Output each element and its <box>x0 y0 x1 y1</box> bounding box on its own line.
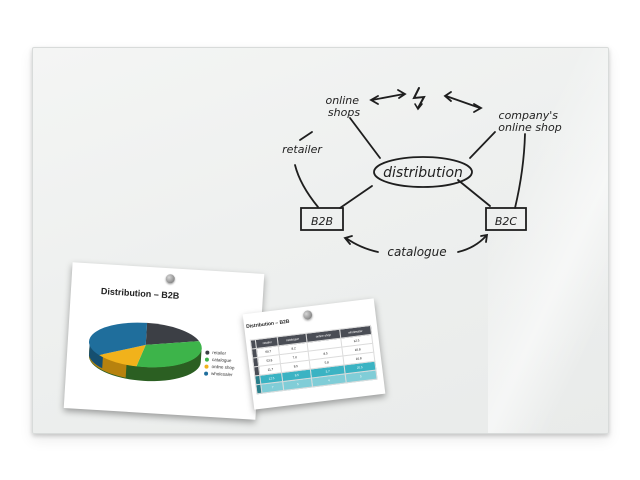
pie-slice-wholesaler <box>89 322 148 356</box>
pie-legend: retailer catalogue online shop wholesale… <box>203 349 236 379</box>
b2b-box <box>300 207 344 231</box>
label-online-shops-line1: online <box>325 94 359 107</box>
line-online-to-retailer <box>299 131 313 141</box>
arrow-left-top-head2 <box>397 89 407 99</box>
table-card-title: Distribution – B2B <box>245 318 290 331</box>
legend-label: wholesaler <box>210 370 233 378</box>
label-retailer: retailer <box>282 143 323 156</box>
label-distribution: distribution <box>383 165 463 181</box>
table-cell: 7 <box>261 381 285 394</box>
label-online-shops-line2: shops <box>328 106 360 119</box>
label-company-line1: company's <box>499 109 559 122</box>
pie-side-yellow <box>88 341 127 378</box>
b2c-box <box>485 207 527 231</box>
distribution-ellipse <box>373 156 473 188</box>
arrow-right-top <box>445 95 481 109</box>
distribution-table: retailer catalogue online shop wholesale… <box>250 325 378 394</box>
lightning-icon <box>412 87 426 109</box>
arrow-left-top <box>371 93 405 101</box>
pie-slice-online-shop <box>99 344 146 367</box>
arrow-catalogue-right-head <box>480 233 489 243</box>
board-glare <box>488 48 608 433</box>
line-distribution-to-b2c <box>457 179 491 207</box>
label-b2c: B2C <box>495 215 518 228</box>
lightning-icon-tip <box>414 103 423 111</box>
arrow-right-top-head1 <box>443 91 452 102</box>
arrow-catalogue-left-head <box>343 235 353 245</box>
legend-dot <box>204 357 210 362</box>
pie-slice-catalogue <box>136 341 202 368</box>
label-company-line2: online shop <box>498 121 561 134</box>
line-distribution-to-b2b <box>339 185 373 209</box>
magnet-icon <box>302 309 313 320</box>
legend-label: retailer <box>212 349 227 356</box>
label-catalogue: catalogue <box>387 245 446 259</box>
label-company-online-shop: company's online shop <box>498 109 561 134</box>
arrow-right-top-head2 <box>473 103 483 113</box>
legend-dot <box>203 371 209 376</box>
arrow-left-top-head1 <box>369 95 379 105</box>
legend-dot <box>205 350 210 355</box>
legend-dot <box>204 364 209 369</box>
pie-chart <box>88 322 202 382</box>
label-b2b: B2B <box>311 215 333 228</box>
arrow-catalogue-right <box>457 235 487 253</box>
pie-chart-card: Distribution – B2B retailer catalogue on… <box>63 262 265 420</box>
pie-slice-retailer <box>145 322 200 345</box>
table-cell: 5 <box>283 377 313 391</box>
line-company-to-b2c <box>514 133 526 209</box>
line-retailer-to-b2b <box>294 164 319 208</box>
arrow-catalogue-left <box>345 237 379 253</box>
line-online-to-distribution <box>349 117 381 159</box>
label-online-shops: online shops <box>325 94 362 119</box>
table-card: Distribution – B2B retailer catalogue on… <box>242 298 386 410</box>
line-distribution-to-company <box>469 131 496 159</box>
